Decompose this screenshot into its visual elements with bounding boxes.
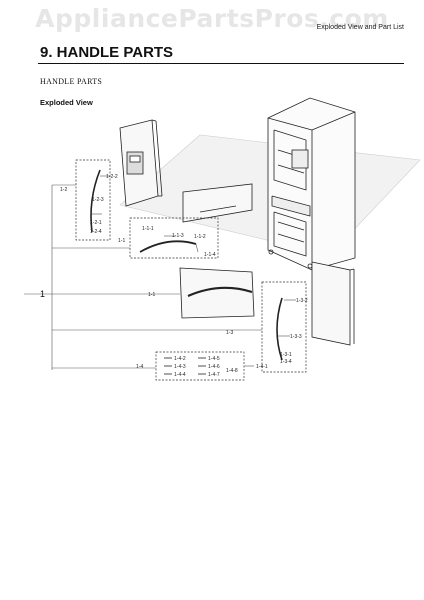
callout-1-1-1: 1-1-1 [142, 226, 154, 232]
dashed-box-1-2 [75, 159, 111, 241]
callout-1-2-1: 1-2-1 [90, 220, 102, 226]
dashed-box-1-1 [129, 217, 219, 259]
callout-1-4-3: 1-4-3 [174, 364, 186, 370]
callout-1-1-top-band: 1-1 [148, 292, 155, 298]
callout-1-4-7: 1-4-7 [208, 372, 220, 378]
subsection-label: Exploded View [40, 98, 93, 107]
callout-1-3-2: 1-3-2 [296, 298, 308, 304]
callout-1-1-4: 1-1-4 [204, 252, 216, 258]
page-title: 9. HANDLE PARTS [40, 44, 174, 61]
callout-1-1: 1-1 [118, 238, 125, 244]
left-fridge-door [119, 119, 163, 207]
callout-1-3-4: 1-3-4 [280, 359, 292, 365]
callout-1-1-2: 1-1-2 [194, 234, 206, 240]
callout-1-2-3: 1-2-3 [92, 197, 104, 203]
header-right-label: Exploded View and Part List [316, 24, 404, 31]
callout-1-4-2: 1-4-2 [174, 356, 186, 362]
freezer-handle [139, 240, 197, 253]
section-label: HANDLE PARTS [40, 77, 103, 86]
title-divider [38, 63, 404, 65]
dashed-box-1-3 [261, 281, 307, 373]
callout-1-3-1: 1-3-1 [280, 352, 292, 358]
callout-1-2-2: 1-2-2 [106, 174, 118, 180]
watermark: AppliancePartsPros.com [35, 4, 389, 33]
refrigerator-body [267, 97, 356, 271]
callout-1-2: 1-2 [60, 187, 67, 193]
leader-lines [24, 175, 296, 370]
left-door-handle [90, 169, 101, 233]
callout-1-4-8: 1-4-8 [226, 368, 238, 374]
right-door-handle [276, 297, 283, 361]
callout-1-2-4: 1-2-4 [90, 229, 102, 235]
callout-1: 1 [40, 289, 45, 299]
callout-1-3: 1-3 [226, 330, 233, 336]
callout-1-4-6: 1-4-6 [208, 364, 220, 370]
callout-1-4: 1-4 [136, 364, 143, 370]
callout-1-4-4: 1-4-4 [174, 372, 186, 378]
callout-1-4-5: 1-4-5 [208, 356, 220, 362]
callout-1-3-3: 1-3-3 [290, 334, 302, 340]
freezer-drawer [179, 267, 255, 319]
right-fridge-door [311, 261, 355, 346]
hardware-screws [164, 357, 206, 375]
callout-1-1-3: 1-1-3 [172, 233, 184, 239]
callout-1-4-1: 1-4-1 [256, 364, 268, 370]
left-freezer-door [182, 183, 253, 223]
